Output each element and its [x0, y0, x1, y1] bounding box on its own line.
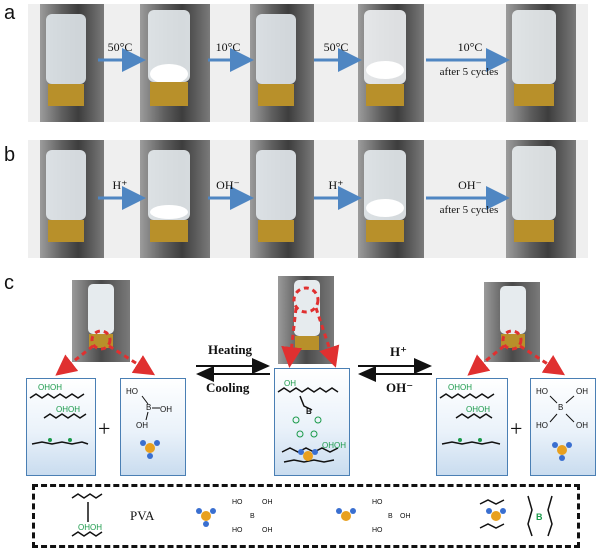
ho-left-1: HO — [126, 387, 138, 396]
oh-groups-right: OHOH OHOH — [448, 383, 490, 414]
step-label-b4: OH⁻ — [458, 178, 482, 192]
boric-acid-left: HO B OH OH — [126, 387, 172, 430]
pva-chains-left — [29, 393, 89, 445]
oh-pair-left-1: OHOH — [38, 383, 62, 392]
legend-crosslink-glyph — [479, 495, 553, 537]
panel-label-b: b — [4, 144, 16, 166]
cooling-label: Cooling — [206, 380, 250, 395]
legend-pva-glyph — [71, 493, 103, 537]
legend-boric-acid-glyph — [336, 508, 356, 521]
boron-left: B — [146, 403, 151, 412]
reversible-arrows — [196, 358, 432, 382]
borate-right: HO OH B HO OH — [536, 387, 588, 430]
oh-pair-right-2: OHOH — [466, 405, 490, 414]
panel-label-c: c — [4, 272, 14, 294]
oh-middle-1: OH — [284, 379, 296, 388]
acid-label: H⁺ — [390, 344, 407, 359]
step-note-a4: after 5 cycles — [439, 66, 499, 78]
oh-right-1: OH — [576, 387, 588, 396]
step-label-a3: 50°C — [323, 40, 349, 54]
step-label-b1: H⁺ — [112, 178, 128, 192]
heating-label: Heating — [208, 342, 253, 357]
legend-boric-acid-formula: HO B OH HO — [372, 499, 411, 534]
crosslink-labels: OH B OHOH — [284, 379, 346, 450]
boron-right: B — [558, 403, 563, 412]
plus-sign-right: + — [510, 416, 523, 441]
crosslink-oxygens — [292, 416, 322, 438]
zoom-indicators — [55, 286, 566, 376]
legend-ho-4: HO — [372, 527, 383, 534]
step-label-b3: H⁺ — [328, 178, 344, 192]
step-label-a2: 10°C — [215, 40, 241, 54]
legend-boron-2: B — [388, 513, 393, 520]
ho-right-1: HO — [536, 387, 548, 396]
pva-chain-box-right — [436, 378, 508, 476]
legend-oh-3: OH — [400, 513, 411, 520]
oh-right-2: OH — [576, 421, 588, 430]
pva-chains-right — [439, 393, 501, 445]
legend-oh-1: OH — [262, 499, 273, 506]
oh-left-2: OH — [136, 421, 148, 430]
ion-cluster-middle — [298, 449, 318, 461]
legend-oh-2: OH — [262, 527, 273, 534]
boric-acid-box-left — [120, 378, 186, 476]
ion-cluster-left — [140, 440, 160, 459]
oh-pair-left-2: OHOH — [56, 405, 80, 414]
legend-borate-formula: HO OH B HO OH — [232, 499, 273, 534]
legend-crosslink-ions — [486, 508, 506, 521]
boron-middle: B — [306, 407, 312, 416]
legend-borate-ion-glyph — [196, 508, 216, 527]
oh-groups-left: OHOH OHOH — [38, 383, 80, 414]
oh-pair-middle: OHOH — [322, 441, 346, 450]
legend-ho-3: HO — [372, 499, 383, 506]
pendant-dots-right — [458, 438, 482, 442]
step-label-a4: 10°C — [457, 40, 483, 54]
crosslinked-network — [277, 387, 339, 463]
legend-oh-pair: OHOH — [78, 523, 102, 532]
ho-right-2: HO — [536, 421, 548, 430]
ion-cluster-right — [552, 442, 572, 461]
step-note-b4: after 5 cycles — [439, 204, 499, 216]
legend-ho-1: HO — [232, 499, 243, 506]
vials-row-a — [46, 10, 556, 106]
legend-pva-label: PVA — [130, 508, 155, 523]
base-label: OH⁻ — [386, 380, 414, 395]
legend-ho-2: HO — [232, 527, 243, 534]
step-label-a1: 50°C — [107, 40, 133, 54]
panel-label-a: a — [4, 2, 16, 24]
oh-pair-right-1: OHOH — [448, 383, 472, 392]
legend-box — [32, 484, 580, 548]
pendant-dots-left — [48, 438, 72, 442]
plus-sign-left: + — [98, 416, 111, 441]
vials-row-c — [88, 280, 526, 350]
step-label-b2: OH⁻ — [216, 178, 240, 192]
oh-left-1: OH — [160, 405, 172, 414]
legend-boron-1: B — [250, 513, 255, 520]
vials-row-b — [46, 146, 556, 242]
legend-boron-3: B — [536, 512, 543, 522]
